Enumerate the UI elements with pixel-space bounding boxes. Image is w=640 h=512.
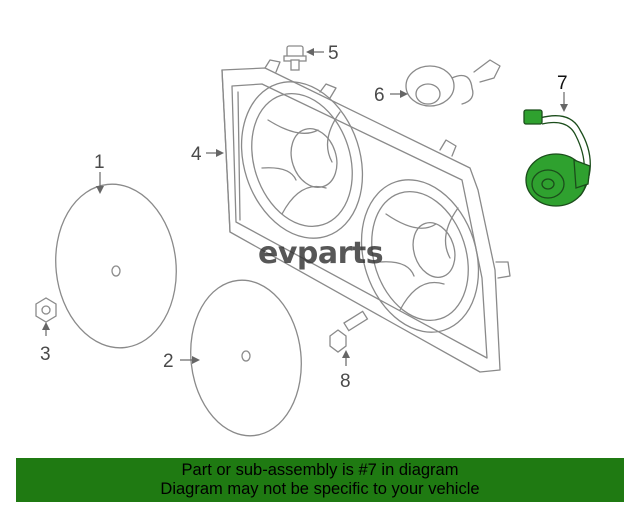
callout-8: 8 — [340, 371, 351, 392]
bolt-lower — [329, 310, 369, 353]
fan-shroud — [221, 59, 511, 373]
info-banner: Part or sub-assembly is #7 in diagram Di… — [16, 458, 624, 502]
nut — [35, 297, 57, 323]
callout-7: 7 — [557, 73, 568, 94]
callout-2: 2 — [163, 351, 174, 372]
fan-motor-other — [405, 59, 501, 107]
fan-blade-2 — [190, 279, 302, 437]
fan-motor-highlighted — [523, 109, 591, 207]
banner-line-1: Part or sub-assembly is #7 in diagram — [181, 461, 459, 479]
callout-4: 4 — [191, 144, 202, 165]
banner-line-2: Diagram may not be specific to your vehi… — [160, 480, 480, 498]
leader-lines — [42, 48, 568, 366]
callout-5: 5 — [328, 43, 339, 64]
callout-3: 3 — [40, 344, 51, 365]
callout-6: 6 — [374, 85, 385, 106]
watermark-logo: evparts — [258, 236, 384, 271]
callout-1: 1 — [94, 152, 105, 173]
bolt-upper — [283, 45, 307, 71]
fan-blade-1 — [55, 183, 177, 349]
parts-diagram: 1 2 3 4 5 6 7 8 — [35, 43, 591, 437]
